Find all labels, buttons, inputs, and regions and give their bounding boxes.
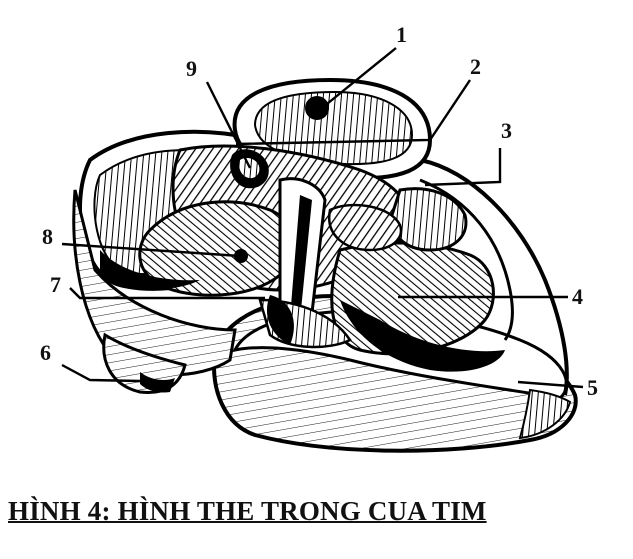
label-5: 5	[587, 375, 598, 400]
label-2: 2	[470, 54, 481, 79]
label-6: 6	[40, 340, 51, 365]
label-1: 1	[396, 22, 407, 47]
label-9: 9	[186, 56, 197, 81]
label-4: 4	[572, 284, 583, 309]
figure-caption: HÌNH 4: HÌNH THE TRONG CUA TIM	[8, 496, 608, 527]
label-7: 7	[50, 272, 61, 297]
label-8: 8	[42, 224, 53, 249]
label-3: 3	[501, 118, 512, 143]
